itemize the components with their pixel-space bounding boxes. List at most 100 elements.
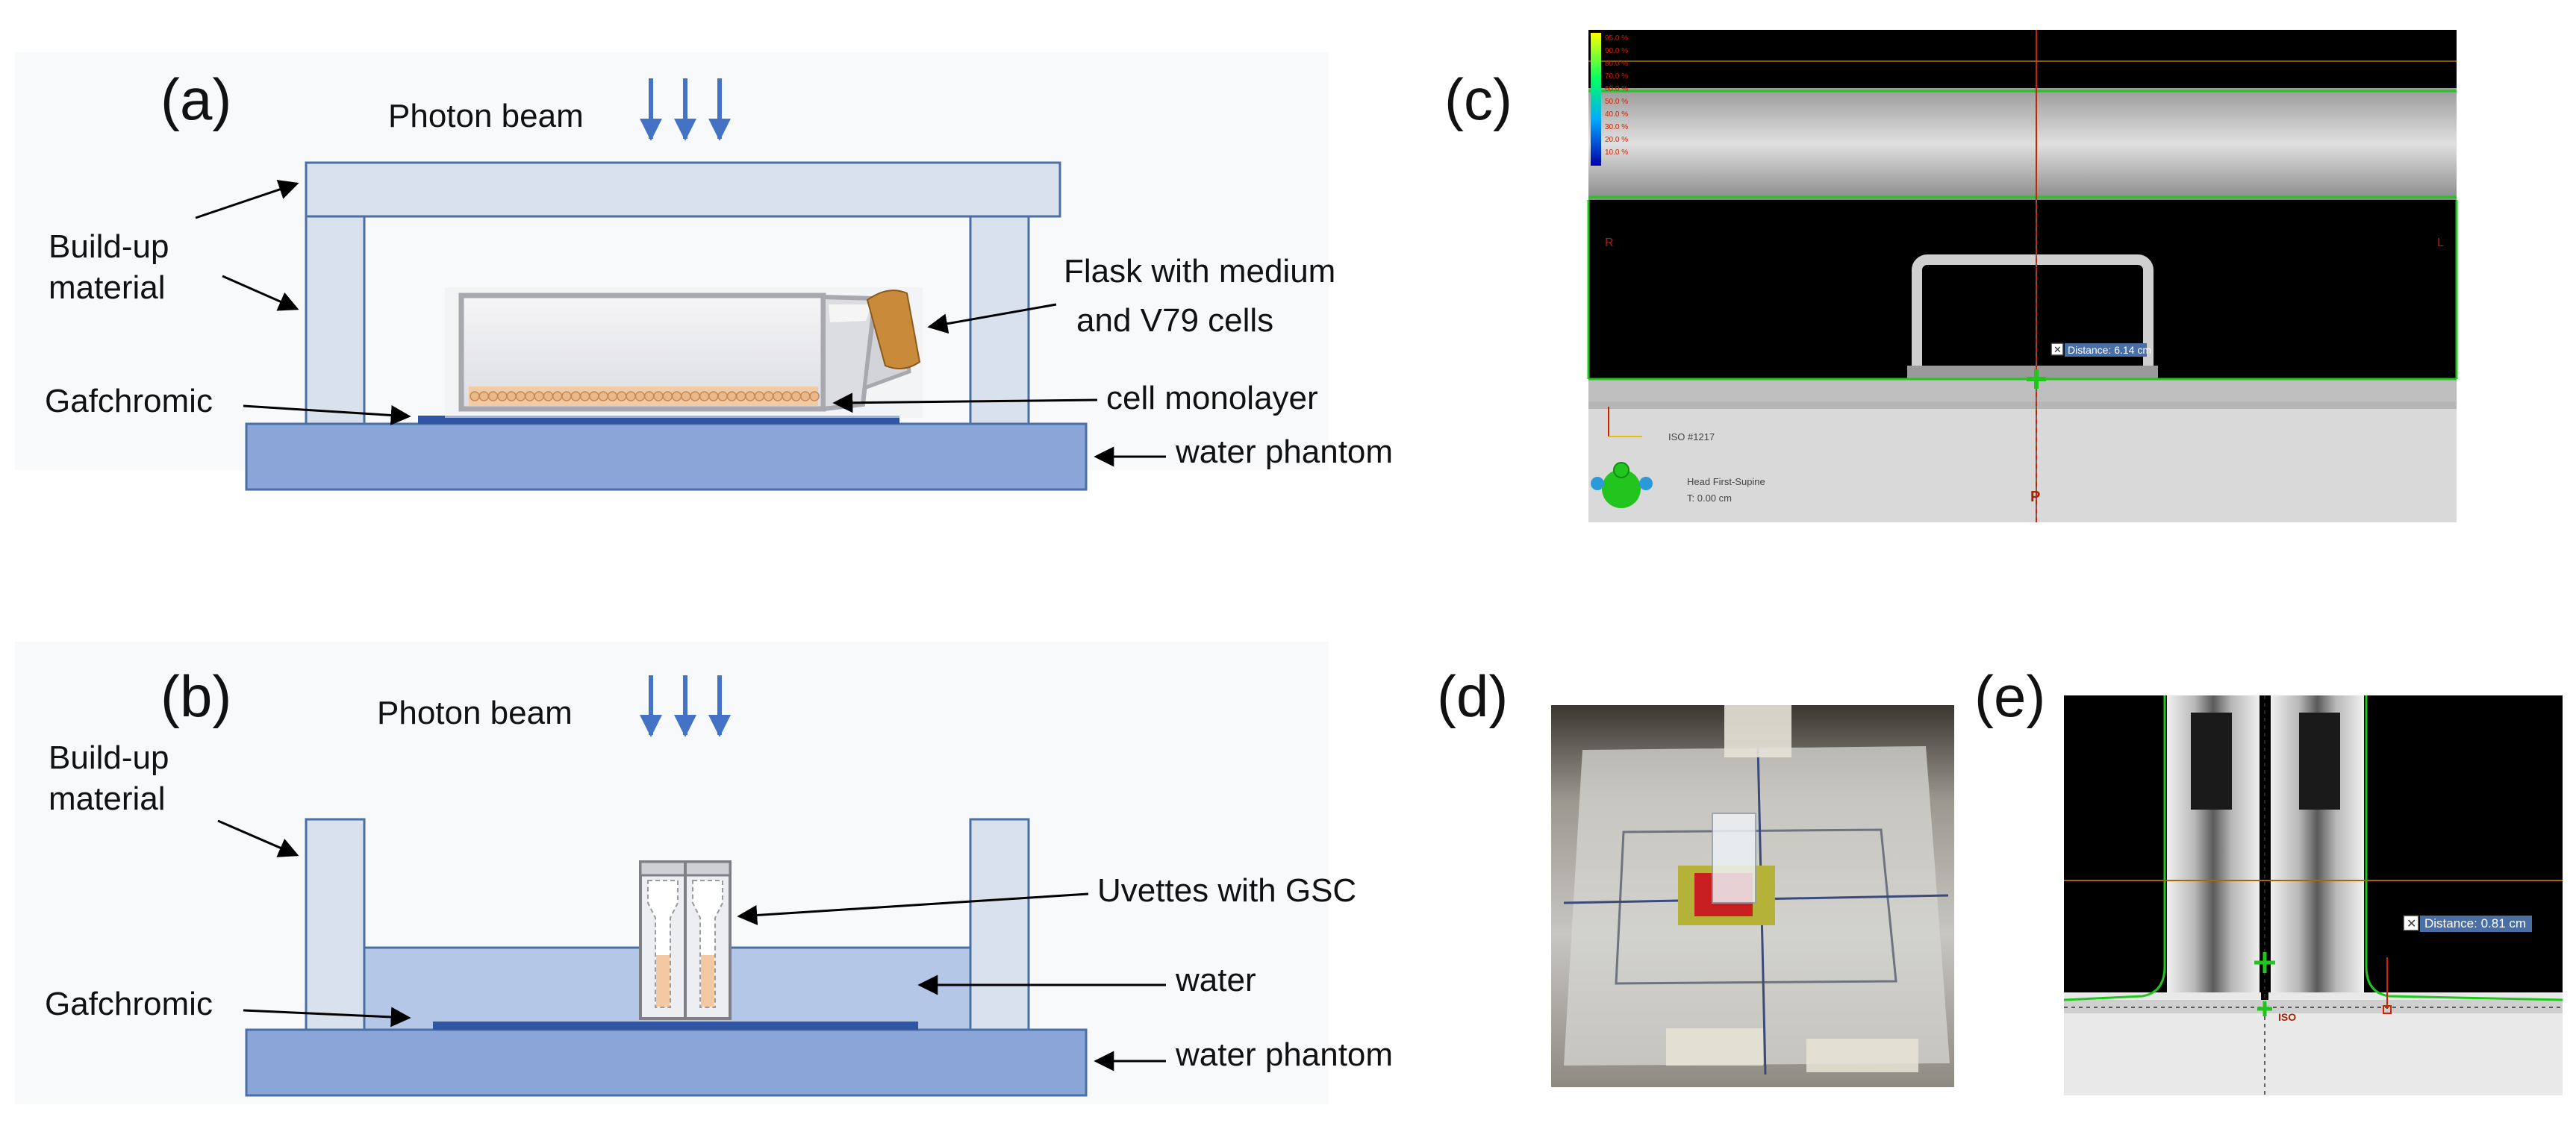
panel-e: (e) ISO ✕ xyxy=(1974,663,2563,1095)
cell xyxy=(561,391,572,401)
cell xyxy=(607,391,618,401)
panel-a-flask-label: Flask with medium and V79 cells xyxy=(1064,253,1345,339)
panel-c-marker-p: P xyxy=(2030,489,2040,505)
panel-b-cuvettes xyxy=(639,860,732,1020)
cell xyxy=(681,391,691,401)
panel-a-monolayer-label: cell monolayer xyxy=(1106,380,1318,416)
panel-a-phantom-label: water phantom xyxy=(1175,434,1393,470)
panel-a-beam-label: Photon beam xyxy=(388,98,584,134)
panel-a-buildup-label: Build-up material xyxy=(49,228,178,306)
panel-a-cell-layer xyxy=(469,387,820,406)
panel-b-phantom-label: water phantom xyxy=(1175,1036,1393,1073)
cell xyxy=(773,391,783,401)
cell xyxy=(745,391,755,401)
panel-c-marker-r: R xyxy=(1605,237,1614,249)
cell xyxy=(534,391,544,401)
panel-a-gafchromic-film xyxy=(418,416,899,424)
cell xyxy=(754,391,765,401)
panel-b-gafchromic-label: Gafchromic xyxy=(45,986,213,1022)
panel-c-iso-label: ISO #1217 xyxy=(1668,431,1715,442)
svg-text:✕: ✕ xyxy=(2053,344,2062,355)
panel-a-beam-arrows-icon xyxy=(640,78,731,141)
panel-b-label: (b) xyxy=(160,663,231,729)
cell xyxy=(589,391,599,401)
panel-b-buildup-label: Build-up material xyxy=(49,739,178,817)
cell xyxy=(525,391,535,401)
panel-e-distance-close-icon[interactable] xyxy=(2403,915,2419,931)
cell xyxy=(487,391,499,401)
panel-e-iso-label: ISO xyxy=(2278,1011,2296,1023)
cell xyxy=(570,391,581,401)
panel-e-distance-label: Distance: 0.81 cm xyxy=(2424,916,2526,930)
panel-b-beam-label: Photon beam xyxy=(377,695,573,731)
cell xyxy=(543,391,554,401)
cell xyxy=(708,391,719,401)
panel-a-water-phantom xyxy=(245,422,1088,491)
panel-b: (b) Photon beam Build-up material Gafchr xyxy=(15,642,1393,1104)
cell xyxy=(735,391,746,401)
cell xyxy=(800,391,811,401)
panel-b-water-phantom xyxy=(245,1028,1088,1097)
panel-e-ct-zoom: ISO ✕ Distance: 0.81 cm xyxy=(2063,695,2563,1095)
cell xyxy=(726,391,737,401)
cell xyxy=(699,391,710,401)
panel-c-legend-value: 95.0 % xyxy=(1605,34,1628,43)
cell xyxy=(497,391,508,401)
panel-b-buildup-right xyxy=(969,818,1030,1031)
cell xyxy=(790,391,802,401)
panel-c-marker-l: L xyxy=(2437,237,2444,249)
panel-b-gafchromic-pointer xyxy=(243,1007,411,1027)
panel-b-cuvettes-pointer xyxy=(737,892,1089,925)
cell xyxy=(717,391,728,401)
panel-a-buildup-right xyxy=(969,215,1030,425)
panel-c-legend-value: 20.0 % xyxy=(1605,136,1628,144)
panel-c-thickness-label: T: 0.00 cm xyxy=(1687,492,1732,504)
cell xyxy=(782,391,792,401)
cell xyxy=(515,391,526,401)
panel-a: (a) Photon beam Build-up xyxy=(15,52,1393,491)
cell xyxy=(671,391,682,401)
panel-a-gafchromic-pointer xyxy=(243,404,411,425)
panel-c-legend-value: 90.0 % xyxy=(1605,47,1628,55)
cell xyxy=(478,391,490,401)
panel-d: (d) xyxy=(1437,663,1954,1087)
panel-a-flask xyxy=(445,287,923,418)
cell xyxy=(470,391,480,401)
svg-text:✕: ✕ xyxy=(2407,918,2416,930)
cell xyxy=(634,391,646,401)
flask-cork xyxy=(866,290,921,369)
panel-a-label: (a) xyxy=(160,66,231,132)
panel-a-monolayer-pointer xyxy=(832,392,1098,413)
cell xyxy=(598,391,608,401)
panel-c-distance-label: Distance: 6.14 cm xyxy=(2068,344,2151,356)
panel-c-legend-value: 70.0 % xyxy=(1605,72,1628,81)
panel-d-label: (d) xyxy=(1437,663,1508,729)
panel-c: (c) 95.0 %90.0 %8 xyxy=(1444,30,2458,522)
panel-a-gafchromic-label: Gafchromic xyxy=(45,383,213,419)
cell xyxy=(653,391,664,401)
cell xyxy=(662,391,673,401)
panel-a-buildup-left xyxy=(305,215,366,425)
cell xyxy=(617,391,627,401)
cell xyxy=(809,391,820,401)
panel-c-orientation-label: Head First-Supine xyxy=(1687,476,1765,487)
cell xyxy=(579,391,590,401)
panel-c-ct-scan: 95.0 % 90.0 % 80.0 % 70.0 % 60.0 % 50.0 % 40.0… xyxy=(1587,30,2458,522)
panel-a-flask-pointer xyxy=(927,303,1057,334)
panel-b-beam-arrows-icon xyxy=(640,675,731,737)
panel-c-legend-value: 80.0 % xyxy=(1605,60,1628,68)
cell xyxy=(690,391,700,401)
panel-c-legend-value: 30.0 % xyxy=(1605,123,1628,131)
panel-b-water-label: water xyxy=(1175,962,1256,998)
panel-a-buildup-pointer-2 xyxy=(222,275,299,311)
panel-c-legend-value: 50.0 % xyxy=(1605,98,1628,106)
panel-c-legend-value: 60.0 % xyxy=(1605,85,1628,93)
panel-b-buildup-left xyxy=(305,818,366,1031)
panel-c-legend-value: 40.0 % xyxy=(1605,110,1628,119)
panel-c-label: (c) xyxy=(1444,66,1512,132)
panel-c-legend-value: 10.0 % xyxy=(1605,148,1628,157)
panel-e-label: (e) xyxy=(1974,663,2045,729)
panel-d-setup-photo xyxy=(1551,705,1954,1087)
panel-c-distance-close-icon[interactable] xyxy=(2050,342,2064,356)
